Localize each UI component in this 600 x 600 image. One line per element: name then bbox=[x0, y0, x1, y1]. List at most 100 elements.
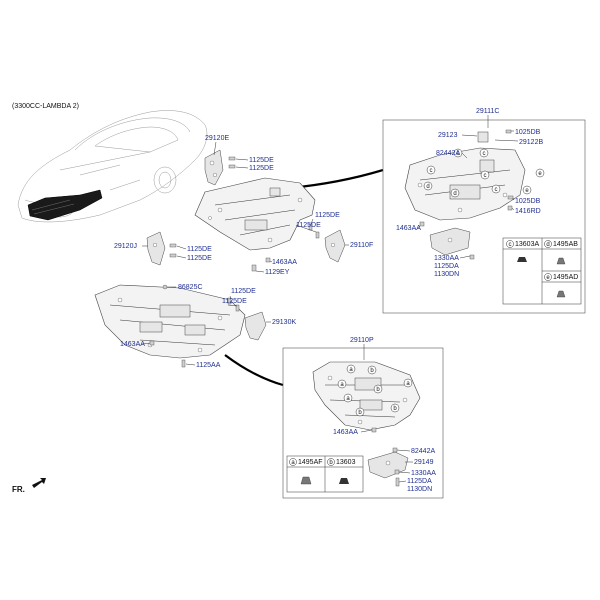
callout-b: b bbox=[367, 365, 377, 375]
grommet-icon bbox=[517, 257, 527, 262]
clip-icon bbox=[394, 469, 400, 475]
label-1125DE: 1125DE bbox=[187, 246, 212, 253]
svg-text:b: b bbox=[370, 368, 374, 374]
legend-code-1495AB: 1495AB bbox=[553, 241, 578, 248]
bracket-29110F bbox=[324, 229, 346, 263]
callout-e: e bbox=[522, 185, 532, 195]
bolt-icon bbox=[235, 304, 240, 312]
car-grille bbox=[27, 189, 103, 221]
panel-29130K bbox=[94, 284, 246, 359]
label-1125DA: 1125DA bbox=[434, 263, 459, 270]
bracket-29130K bbox=[244, 311, 267, 341]
bracket-29120J bbox=[146, 231, 166, 266]
label-29111C: 29111C bbox=[476, 108, 499, 115]
legend-code-13603A: 13603A bbox=[515, 241, 539, 248]
label-1330AA: 1330AA bbox=[411, 470, 436, 477]
clip-icon bbox=[300, 476, 312, 485]
svg-text:a: a bbox=[346, 396, 350, 402]
svg-text:c: c bbox=[457, 151, 460, 157]
svg-text:c: c bbox=[483, 151, 486, 157]
legend-code-1495AD: 1495AD bbox=[553, 274, 578, 281]
label-29110F: 29110F bbox=[350, 242, 373, 249]
connector-line-upper bbox=[289, 168, 384, 190]
label-1125AA: 1125AA bbox=[196, 362, 221, 369]
svg-text:c: c bbox=[430, 168, 433, 174]
svg-text:a: a bbox=[406, 381, 410, 387]
label-1130DN: 1130DN bbox=[407, 486, 432, 493]
panel-29111C bbox=[404, 147, 526, 221]
callout-c: c bbox=[426, 165, 436, 175]
callout-d: d bbox=[423, 181, 433, 191]
label-1025DB: 1025DB bbox=[515, 198, 541, 205]
front-direction-indicator: FR. bbox=[12, 478, 46, 494]
arrow-icon bbox=[32, 478, 46, 488]
legend-letter-b: b bbox=[329, 460, 333, 466]
svg-text:a: a bbox=[349, 367, 353, 373]
bolt-icon bbox=[315, 231, 320, 239]
legend-letter-e: e bbox=[546, 275, 550, 281]
group-splash-shield-lower: 86825C 1125DE 1125DE 29130K 1463AA 1125A… bbox=[94, 284, 296, 369]
bracket-29120E bbox=[204, 149, 224, 186]
label-1125DA: 1125DA bbox=[407, 478, 432, 485]
bolt-icon bbox=[181, 359, 186, 368]
clip-icon bbox=[419, 221, 425, 227]
clip-icon bbox=[149, 340, 155, 346]
bolt-icon bbox=[169, 253, 177, 258]
car-illustration bbox=[17, 110, 208, 223]
label-1125DE: 1125DE bbox=[249, 165, 274, 172]
label-29149: 29149 bbox=[414, 459, 434, 466]
label-1125DE: 1125DE bbox=[231, 288, 256, 295]
bolt-icon bbox=[228, 164, 236, 169]
label-1130DN: 1130DN bbox=[434, 271, 459, 278]
svg-text:e: e bbox=[538, 171, 542, 177]
bolt-icon bbox=[395, 477, 400, 487]
callout-d: d bbox=[450, 188, 460, 198]
callout-b: b bbox=[355, 407, 365, 417]
clip-icon bbox=[556, 257, 566, 265]
svg-text:a: a bbox=[340, 382, 344, 388]
callout-b: b bbox=[373, 384, 383, 394]
label-29122B: 29122B bbox=[519, 139, 543, 146]
clip-icon bbox=[507, 205, 513, 211]
callout-c: c bbox=[479, 148, 489, 158]
callout-a: a bbox=[346, 364, 356, 374]
svg-text:b: b bbox=[358, 410, 362, 416]
svg-text:d: d bbox=[426, 184, 429, 190]
callout-a: a bbox=[343, 393, 353, 403]
label-1125DE: 1125DE bbox=[296, 222, 321, 229]
callout-a: a bbox=[337, 379, 347, 389]
clip-icon bbox=[162, 284, 168, 290]
svg-text:d: d bbox=[453, 191, 456, 197]
svg-text:c: c bbox=[495, 187, 498, 193]
front-label: FR. bbox=[12, 485, 25, 494]
svg-text:b: b bbox=[376, 387, 380, 393]
part-29123 bbox=[477, 131, 489, 143]
callout-a: a bbox=[403, 378, 413, 388]
legend-letter-c: c bbox=[509, 242, 512, 248]
bolt-icon bbox=[228, 156, 236, 161]
grommet-icon bbox=[339, 478, 349, 484]
label-1463AA: 1463AA bbox=[396, 225, 421, 232]
label-82442A: 82442A bbox=[411, 448, 435, 455]
label-29110P: 29110P bbox=[350, 337, 374, 344]
svg-text:e: e bbox=[525, 188, 529, 194]
clip-icon bbox=[371, 427, 377, 433]
legend-upper: c 13603A d 1495AB e 1495AD bbox=[502, 237, 582, 305]
label-1125DE: 1125DE bbox=[187, 255, 212, 262]
bolt-icon bbox=[169, 243, 177, 248]
label-1125DE: 1125DE bbox=[315, 212, 340, 219]
label-86825C: 86825C bbox=[178, 284, 203, 291]
clip-icon bbox=[469, 254, 475, 260]
bolt-icon bbox=[505, 129, 512, 134]
box-upper-assembly: e e c c c c d d c 29111C 29123 1025DB 29… bbox=[382, 108, 586, 314]
label-1125DE: 1125DE bbox=[222, 298, 247, 305]
label-1463AA: 1463AA bbox=[272, 259, 297, 266]
legend-code-1495AF: 1495AF bbox=[298, 459, 323, 466]
legend-letter-d: d bbox=[546, 242, 549, 248]
clip-icon bbox=[265, 257, 271, 263]
svg-text:b: b bbox=[393, 406, 397, 412]
panel-29110P bbox=[312, 361, 421, 431]
callout-c: c bbox=[480, 170, 490, 180]
svg-text:c: c bbox=[484, 173, 487, 179]
